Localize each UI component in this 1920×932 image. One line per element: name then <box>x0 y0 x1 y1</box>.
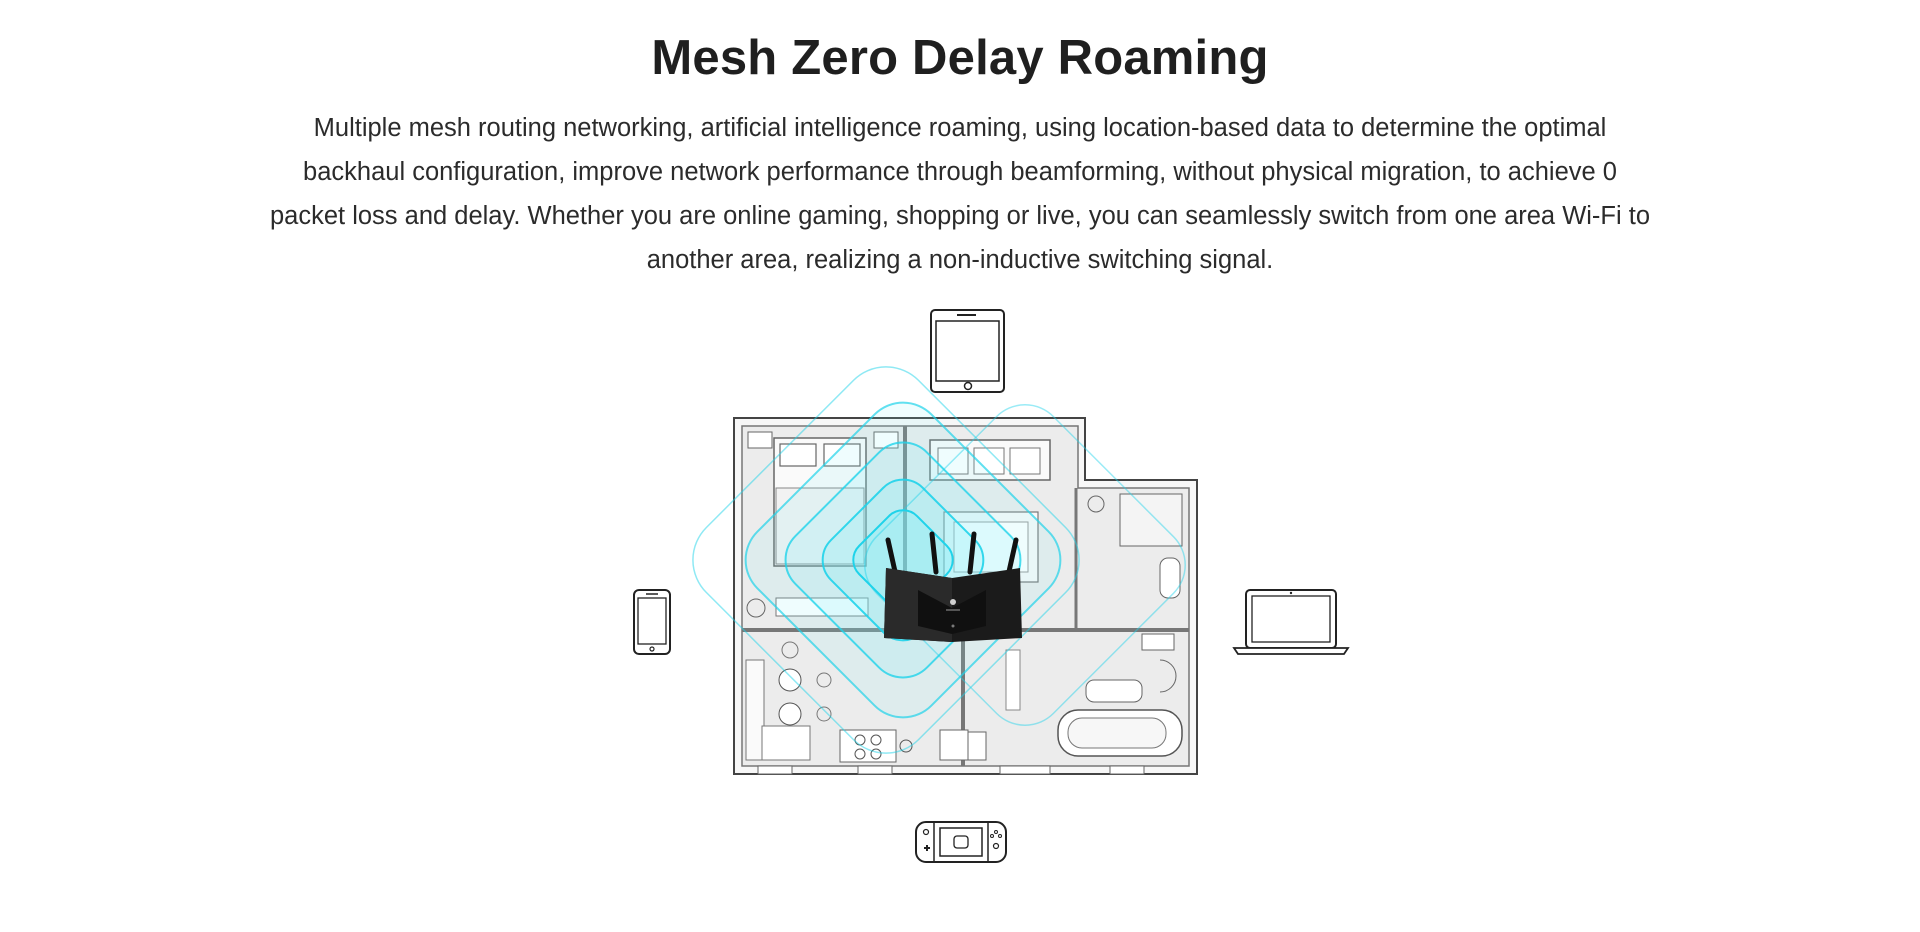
laptop-icon <box>1232 589 1350 655</box>
game-console-icon <box>915 821 1007 863</box>
smartphone-icon <box>633 589 671 655</box>
tablet-icon <box>930 309 1005 393</box>
section-title: Mesh Zero Delay Roaming <box>651 31 1269 85</box>
section-description: Multiple mesh routing networking, artifi… <box>269 114 1651 274</box>
router-icon <box>884 531 1022 642</box>
mesh-illustration <box>0 290 1920 920</box>
mesh-illustration-svg <box>633 309 1350 863</box>
